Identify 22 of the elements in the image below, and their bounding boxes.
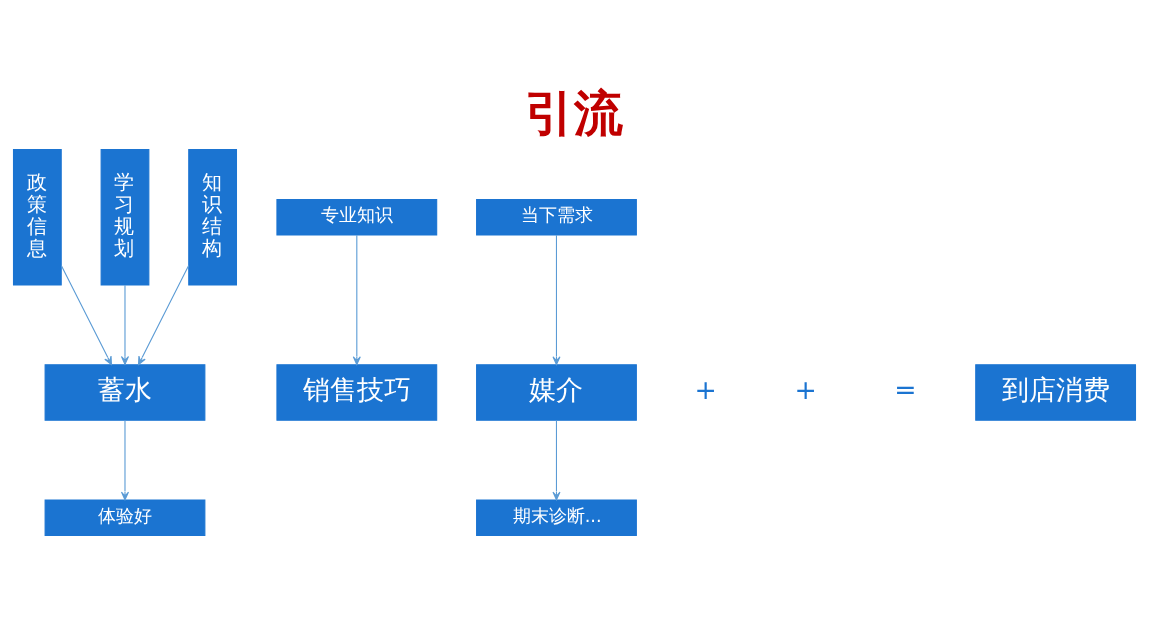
node-box: 学习规划 bbox=[100, 148, 150, 285]
label: + bbox=[794, 373, 817, 405]
node-box: 知识结构 bbox=[188, 148, 237, 285]
arrow bbox=[138, 264, 190, 365]
node-box: 政策信息 bbox=[12, 148, 62, 285]
label: = bbox=[894, 373, 917, 405]
node-box: 媒介 bbox=[476, 363, 637, 421]
node-box: 体验好 bbox=[44, 499, 206, 536]
label: + bbox=[694, 373, 717, 405]
node-box: 专业知识 bbox=[276, 198, 438, 235]
node-box: 蓄水 bbox=[44, 363, 206, 421]
arrow bbox=[552, 419, 561, 500]
node-box: 销售技巧 bbox=[276, 363, 438, 421]
node-box: 当下需求 bbox=[476, 198, 637, 235]
arrow bbox=[552, 234, 561, 365]
node-box: 期末诊断... bbox=[476, 499, 637, 536]
diagram-title: 引流 bbox=[525, 84, 624, 142]
node-box: 到店消费 bbox=[975, 363, 1137, 421]
arrow bbox=[120, 419, 130, 500]
arrow bbox=[352, 234, 361, 365]
arrow bbox=[60, 264, 112, 365]
arrow bbox=[120, 284, 130, 365]
